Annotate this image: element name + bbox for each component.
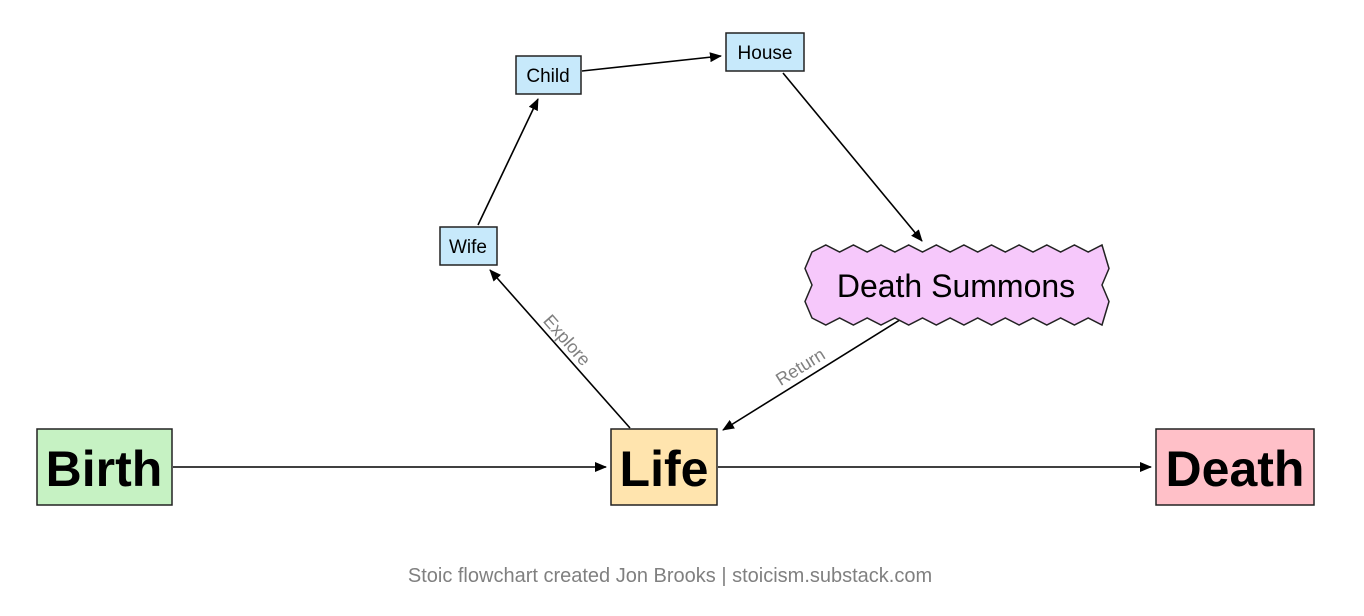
node-wife: Wife bbox=[439, 226, 498, 266]
edge-house-to-summons bbox=[782, 72, 923, 242]
node-death: Death bbox=[1155, 428, 1315, 506]
edge-label-return: Return bbox=[772, 344, 828, 390]
edge-child-to-house bbox=[581, 52, 722, 72]
node-life: Life bbox=[610, 428, 718, 506]
edge-life-to-wife bbox=[489, 269, 631, 429]
node-child-label: Child bbox=[526, 66, 569, 87]
node-death-label: Death bbox=[1166, 441, 1305, 497]
node-house-label: House bbox=[738, 43, 793, 64]
node-death-summons-label: Death Summons bbox=[837, 268, 1075, 304]
node-birth: Birth bbox=[36, 428, 173, 506]
footer-credit: Stoic flowchart created Jon Brooks | sto… bbox=[407, 565, 933, 587]
node-life-label: Life bbox=[620, 441, 709, 497]
node-wife-label: Wife bbox=[449, 237, 487, 258]
edge-summons-to-life bbox=[722, 317, 904, 431]
node-death-summons: Death Summons bbox=[804, 243, 1110, 327]
node-child: Child bbox=[515, 55, 582, 95]
edge-label-explore: Explore bbox=[539, 311, 594, 370]
node-birth-label: Birth bbox=[46, 441, 163, 497]
edge-wife-to-child bbox=[477, 98, 539, 226]
node-house: House bbox=[725, 32, 805, 72]
